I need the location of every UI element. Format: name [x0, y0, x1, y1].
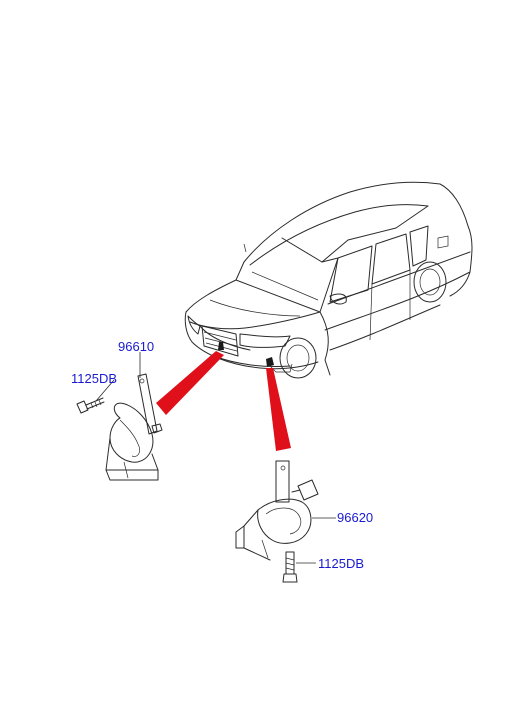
- part-number-96610[interactable]: 96610: [118, 339, 155, 354]
- part-number-1125db-right[interactable]: 1125DB: [318, 556, 365, 571]
- horn-mount-location-marks: [218, 342, 274, 367]
- pointer-low-horn: [156, 351, 224, 415]
- part-number-1125db-left[interactable]: 1125DB: [71, 371, 118, 386]
- bolt-left: [76, 397, 105, 414]
- car-illustration: [184, 181, 473, 379]
- horn-low-assembly: [76, 373, 163, 481]
- part-number-96620[interactable]: 96620: [337, 510, 374, 525]
- callout-leader-lines: [95, 352, 336, 564]
- horn-high-assembly: [235, 460, 319, 583]
- bolt-right: [282, 551, 298, 583]
- location-pointers: [156, 351, 291, 451]
- pointer-high-horn: [266, 368, 291, 451]
